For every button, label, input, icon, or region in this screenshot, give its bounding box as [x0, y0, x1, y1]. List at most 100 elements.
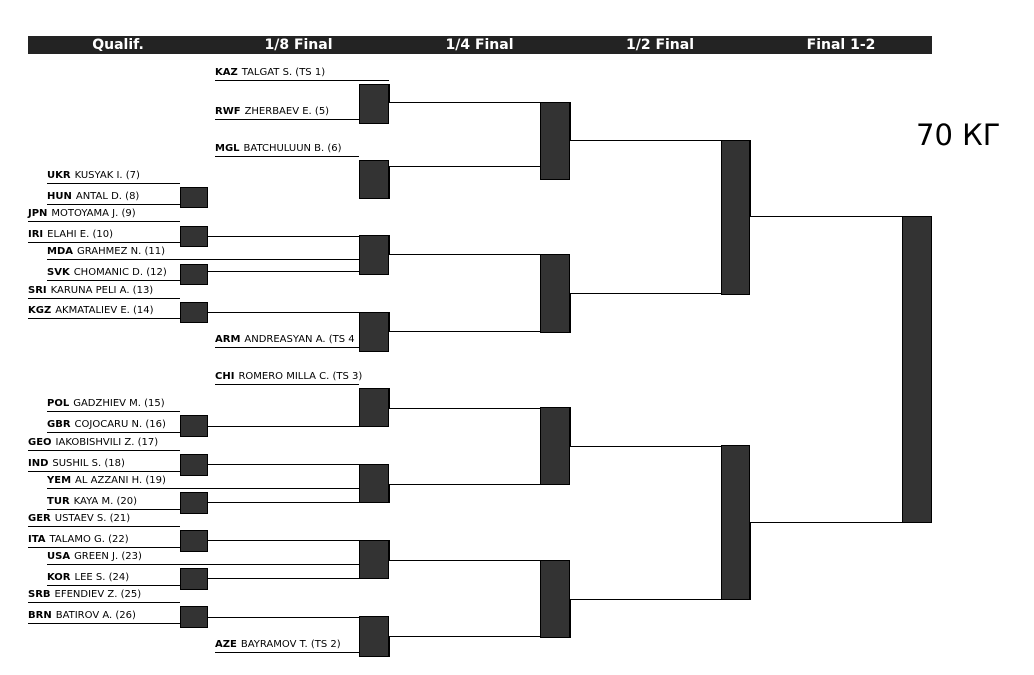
bracket-connector — [750, 216, 902, 217]
country-code: AZE — [215, 639, 237, 650]
bracket-connector — [570, 102, 571, 140]
athlete-name: BATIROV A. (26) — [55, 610, 136, 621]
country-code: CHI — [215, 371, 235, 382]
bracket-connector — [389, 388, 390, 408]
bracket-connector — [389, 484, 390, 503]
country-code: MGL — [215, 143, 240, 154]
bracket-connector — [389, 166, 540, 167]
athlete-name: USTAEV S. (21) — [54, 513, 131, 524]
header-quarter: 1/4 Final — [389, 36, 570, 54]
athlete-name: AKMATALIEV E. (14) — [55, 305, 154, 316]
header-semi: 1/2 Final — [570, 36, 750, 54]
bracket-connector — [208, 540, 359, 541]
match-box — [359, 312, 389, 352]
country-code: UKR — [47, 170, 71, 181]
match-box — [359, 464, 389, 503]
bracket-connector — [389, 408, 540, 409]
athlete-name: ANTAL D. (8) — [75, 191, 140, 202]
athlete-name: MOTOYAMA J. (9) — [51, 208, 136, 219]
match-box — [359, 616, 389, 657]
bracket-connector — [389, 636, 390, 657]
header-qualif: Qualif. — [28, 36, 208, 54]
bracket-connector — [208, 502, 359, 503]
match-box — [721, 140, 750, 295]
country-code: KAZ — [215, 67, 238, 78]
bracket-connector — [208, 271, 359, 272]
match-box — [540, 407, 570, 485]
match-box — [721, 445, 750, 600]
country-code: RWF — [215, 106, 241, 117]
match-box — [359, 84, 389, 124]
athlete-name: ANDREASYAN A. (TS 4 — [244, 334, 355, 345]
country-code: TUR — [47, 496, 70, 507]
country-code: BRN — [28, 610, 52, 621]
bracket-connector — [389, 235, 390, 254]
country-code: GBR — [47, 419, 71, 430]
bracket-connector — [208, 617, 359, 618]
country-code: ITA — [28, 534, 46, 545]
bracket-connector — [570, 140, 721, 141]
match-box — [180, 530, 208, 552]
country-code: MDA — [47, 246, 73, 257]
match-box — [180, 492, 208, 514]
athlete-name: GRAHMEZ N. (11) — [77, 246, 165, 257]
bracket-connector — [389, 312, 390, 331]
bracket-connector — [389, 254, 540, 255]
athlete-name: BAYRAMOV T. (TS 2) — [240, 639, 341, 650]
match-box — [180, 568, 208, 590]
country-code: IND — [28, 458, 49, 469]
bracket-connector — [570, 599, 571, 638]
bracket-connector — [389, 84, 390, 102]
bracket-connector — [208, 426, 359, 427]
athlete-name: GREEN J. (23) — [74, 551, 142, 562]
bracket-connector — [389, 484, 540, 485]
country-code: SRB — [28, 589, 51, 600]
header-final: Final 1-2 — [750, 36, 932, 54]
header-r16: 1/8 Final — [208, 36, 389, 54]
athlete-name: KARUNA PELI A. (13) — [50, 285, 154, 296]
match-box — [180, 264, 208, 285]
match-box — [180, 187, 208, 208]
country-code: HUN — [47, 191, 72, 202]
country-code: ARM — [215, 334, 241, 345]
country-code: USA — [47, 551, 71, 562]
athlete-name: KAYA M. (20) — [73, 496, 137, 507]
match-box — [359, 540, 389, 579]
bracket-connector — [208, 312, 359, 313]
bracket-connector — [570, 599, 721, 600]
bracket-connector — [570, 446, 721, 447]
bracket-connector — [570, 407, 571, 446]
athlete-name: CHOMANIC D. (12) — [73, 267, 167, 278]
country-code: KGZ — [28, 305, 52, 316]
bracket-connector — [750, 522, 902, 523]
match-box — [180, 226, 208, 247]
athlete-name: SUSHIL S. (18) — [52, 458, 125, 469]
bracket-connector — [389, 540, 390, 560]
bracket-connector — [389, 102, 540, 103]
athlete-name: ROMERO MILLA C. (TS 3) — [238, 371, 363, 382]
athlete-name: TALGAT S. (TS 1) — [241, 67, 326, 78]
match-box — [180, 454, 208, 476]
bracket-connector — [750, 522, 751, 600]
bracket-connector — [570, 293, 571, 333]
athlete-name: LEE S. (24) — [74, 572, 130, 583]
